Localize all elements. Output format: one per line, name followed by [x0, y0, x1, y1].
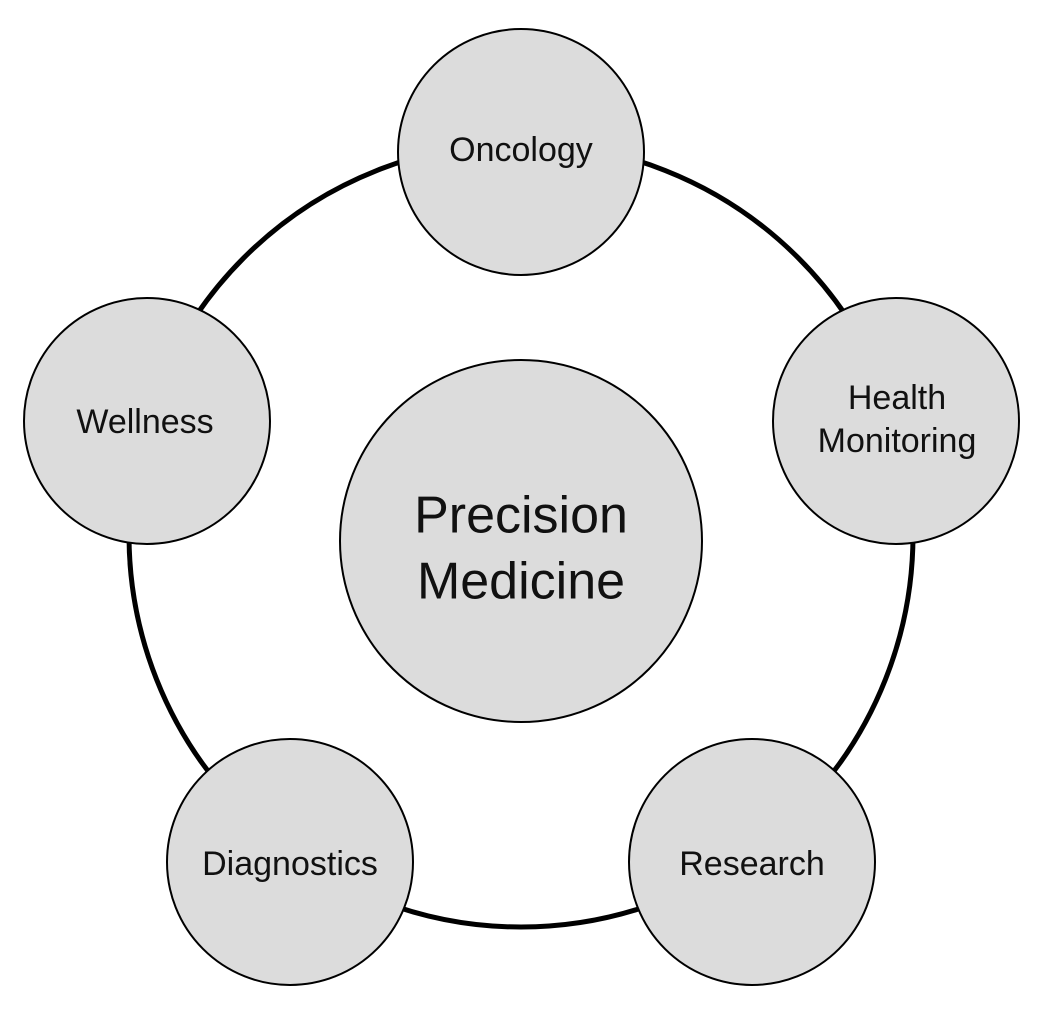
node-diagnostics-circle [166, 738, 414, 986]
node-research-label: Research [679, 845, 825, 883]
node-wellness-circle [23, 297, 271, 545]
node-health-monitoring-label-line-1: Health [848, 379, 946, 417]
center-label-line-1: Precision [414, 487, 628, 545]
node-oncology-label: Oncology [449, 131, 593, 169]
center-node: Precision Medicine [339, 359, 703, 723]
center-label-line-2: Medicine [417, 553, 625, 611]
node-diagnostics: Diagnostics [166, 738, 414, 986]
node-oncology-circle [397, 28, 645, 276]
node-research: Research [628, 738, 876, 986]
node-health-monitoring: Health Monitoring [772, 297, 1020, 545]
node-research-circle [628, 738, 876, 986]
node-health-monitoring-circle [772, 297, 1020, 545]
node-wellness: Wellness [23, 297, 271, 545]
node-oncology: Oncology [397, 28, 645, 276]
node-health-monitoring-label-line-2: Monitoring [818, 422, 977, 460]
node-wellness-label: Wellness [76, 403, 213, 441]
node-diagnostics-label: Diagnostics [202, 845, 378, 883]
center-circle [339, 359, 703, 723]
